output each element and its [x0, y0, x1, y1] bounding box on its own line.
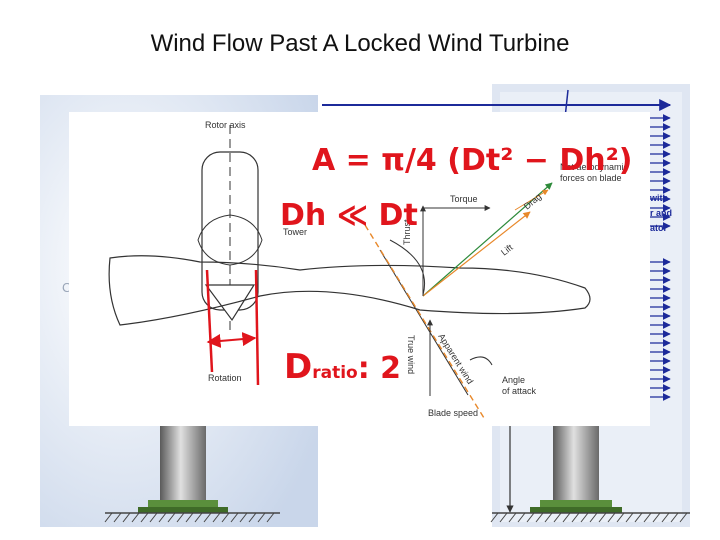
label-thrust: Thrust	[402, 219, 412, 245]
label-net-force-line2: forces on blade	[560, 173, 622, 183]
hub-diameter-left-mark	[205, 269, 214, 373]
label-torque: Torque	[450, 194, 478, 204]
right-hatch-2	[508, 512, 517, 523]
right-hatch-21	[679, 512, 688, 523]
hub-cone	[204, 284, 256, 322]
right-hatch-10	[580, 512, 589, 523]
right-hatch-7	[553, 512, 562, 523]
ghost-text-right-3: ator	[650, 223, 668, 233]
handwritten-dratio: Dratio: 2	[284, 347, 401, 387]
left-hatch-6	[158, 512, 167, 523]
label-rotation: Rotation	[208, 373, 242, 383]
left-hatch-12	[212, 512, 221, 523]
label-true-wind: True wind	[406, 335, 416, 374]
left-hatch-10	[194, 512, 203, 523]
drag-arrow	[514, 189, 549, 211]
apparent-wind-line	[379, 249, 469, 396]
right-tower-base	[540, 500, 612, 508]
right-hatch-19	[661, 512, 670, 523]
left-hatch-18	[266, 512, 275, 523]
right-hatch-1	[499, 512, 508, 523]
left-hatch-13	[221, 512, 230, 523]
left-hatch-2	[122, 512, 131, 523]
left-hatch-11	[203, 512, 212, 523]
blade-airfoil	[108, 255, 591, 326]
left-hatch-1	[113, 512, 122, 523]
right-hatch-13	[607, 512, 616, 523]
right-hatch-15	[625, 512, 634, 523]
label-tower: Tower	[283, 227, 307, 237]
hub-diameter-right-mark	[254, 269, 260, 386]
right-hatch-4	[526, 512, 535, 523]
right-hatch-20	[670, 512, 679, 523]
right-hatch-12	[598, 512, 607, 523]
right-hatch-0	[490, 512, 499, 523]
net-force-arrow	[422, 182, 553, 297]
right-ground-hatch	[490, 512, 688, 523]
true-wind-dashed-line	[364, 224, 485, 419]
right-hatch-6	[544, 512, 553, 523]
right-hatch-14	[616, 512, 625, 523]
left-hatch-0	[104, 512, 113, 523]
label-angle-of-attack-line2: of attack	[502, 386, 537, 396]
right-tower	[553, 420, 599, 508]
left-hatch-5	[149, 512, 158, 523]
slide-title: Wind Flow Past A Locked Wind Turbine	[150, 30, 570, 57]
left-hatch-3	[131, 512, 140, 523]
wind-arrow-column	[650, 114, 671, 401]
hub-diameter-arrow	[231, 332, 257, 347]
left-hatch-7	[167, 512, 176, 523]
left-tower	[160, 420, 206, 508]
left-hatch-15	[239, 512, 248, 523]
right-hatch-11	[589, 512, 598, 523]
left-hatch-16	[248, 512, 257, 523]
angle-of-attack-arc	[469, 356, 493, 366]
ghost-text-left: C	[62, 280, 71, 295]
label-blade-speed: Blade speed	[428, 408, 478, 418]
handwritten-diameter-relation: Dh ≪ Dt	[280, 198, 418, 233]
lift-arrow	[422, 211, 531, 297]
right-hatch-9	[571, 512, 580, 523]
diagram-card	[69, 112, 650, 426]
left-ground-hatch	[104, 512, 275, 523]
left-hatch-4	[140, 512, 149, 523]
ghost-text-right-1: with	[649, 193, 668, 203]
left-hatch-9	[185, 512, 194, 523]
right-hatch-18	[652, 512, 661, 523]
label-angle-of-attack-line1: Angle	[502, 375, 525, 385]
left-tower-base	[148, 500, 218, 508]
handwritten-area-formula: A = π/4 (Dt² − Dh²)	[312, 143, 632, 178]
turbine-blade-diagram: Rotor axis Tower Rotation Thrust Torque …	[69, 112, 650, 426]
label-net-force-line1: Net aerodynamic	[560, 162, 629, 172]
right-hatch-17	[643, 512, 652, 523]
right-hatch-5	[535, 512, 544, 523]
right-hatch-3	[517, 512, 526, 523]
right-hatch-8	[562, 512, 571, 523]
label-rotor-axis: Rotor axis	[205, 120, 246, 130]
handwritten-annotations: A = π/4 (Dt² − Dh²) Dh ≪ Dt Dratio: 2	[205, 143, 632, 387]
left-hatch-17	[257, 512, 266, 523]
left-hatch-14	[230, 512, 239, 523]
ghost-text-right-2: r and	[650, 208, 672, 218]
right-hatch-16	[634, 512, 643, 523]
left-hatch-8	[176, 512, 185, 523]
